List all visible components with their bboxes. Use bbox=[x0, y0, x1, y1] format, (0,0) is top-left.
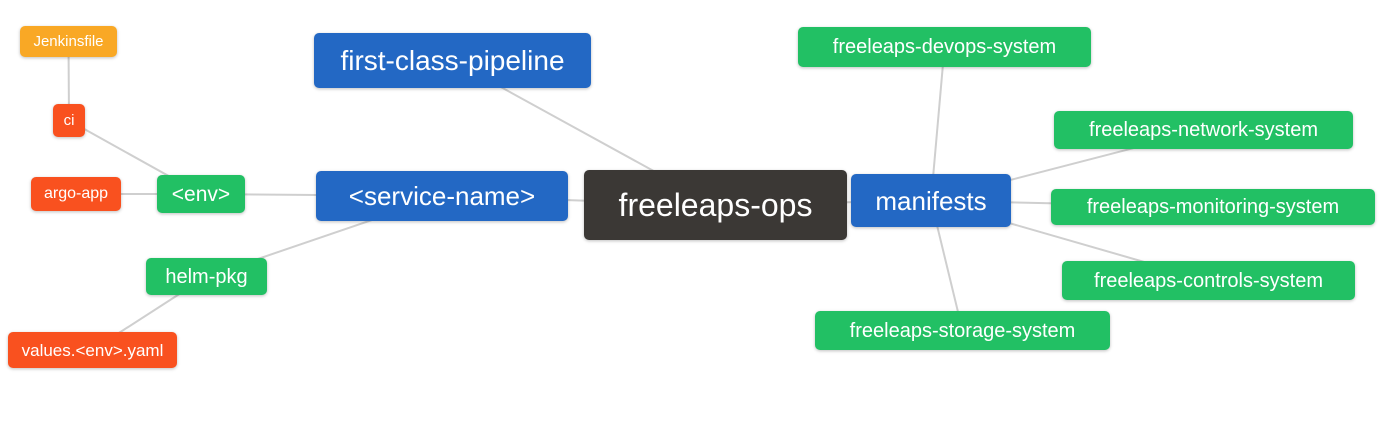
node-freeleaps-ops[interactable]: freeleaps-ops bbox=[584, 170, 847, 240]
node-argo-app[interactable]: argo-app bbox=[31, 177, 121, 211]
node-values-env-yaml[interactable]: values.<env>.yaml bbox=[8, 332, 177, 368]
node-helm-pkg[interactable]: helm-pkg bbox=[146, 258, 267, 295]
node-manifests[interactable]: manifests bbox=[851, 174, 1011, 227]
node-devops-system[interactable]: freeleaps-devops-system bbox=[798, 27, 1091, 67]
node-first-class-pipeline[interactable]: first-class-pipeline bbox=[314, 33, 591, 88]
node-env[interactable]: <env> bbox=[157, 175, 245, 213]
node-storage-system[interactable]: freeleaps-storage-system bbox=[815, 311, 1110, 350]
node-monitoring-system[interactable]: freeleaps-monitoring-system bbox=[1051, 189, 1375, 225]
node-jenkinsfile[interactable]: Jenkinsfile bbox=[20, 26, 117, 57]
node-service-name[interactable]: <service-name> bbox=[316, 171, 568, 221]
node-network-system[interactable]: freeleaps-network-system bbox=[1054, 111, 1353, 149]
node-controls-system[interactable]: freeleaps-controls-system bbox=[1062, 261, 1355, 300]
node-ci[interactable]: ci bbox=[53, 104, 85, 137]
